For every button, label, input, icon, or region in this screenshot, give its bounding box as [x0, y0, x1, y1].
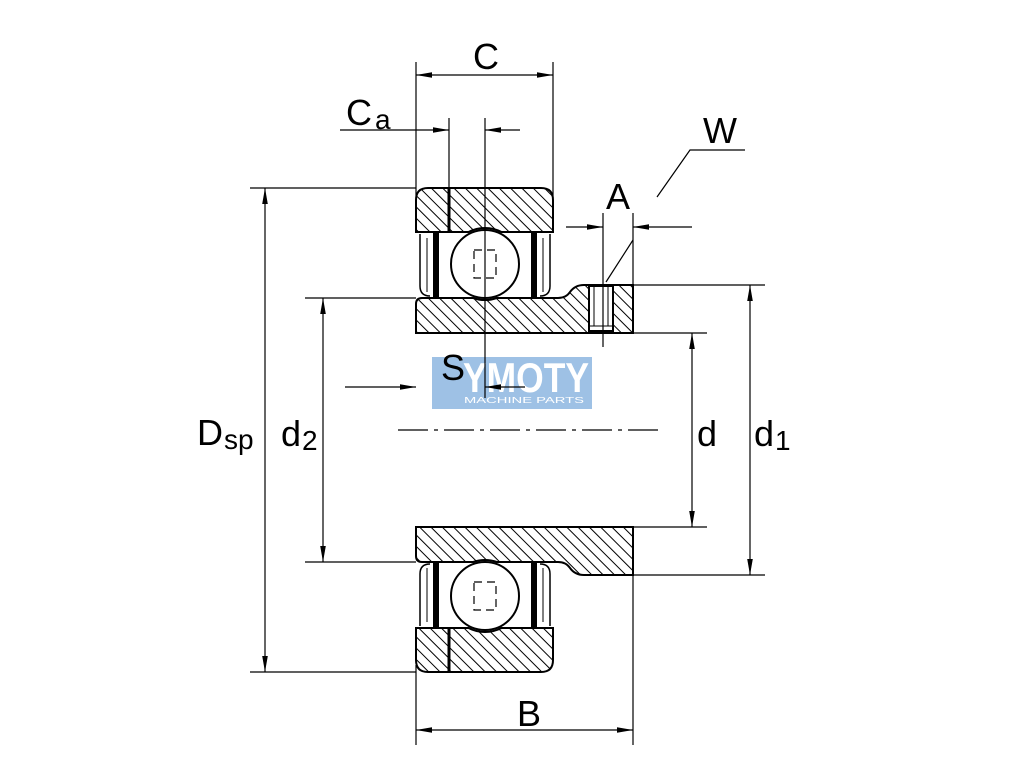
set-screw [588, 285, 614, 332]
seal-outline [539, 234, 551, 297]
label-ca-main: C [346, 92, 372, 133]
seal-plate [433, 232, 439, 298]
label-s: S [441, 347, 465, 388]
set-screw-body [588, 285, 614, 332]
seal-outline [539, 563, 551, 626]
label-d1: d1 [754, 413, 791, 456]
seal-plate [433, 562, 439, 628]
label-a: A [606, 176, 630, 217]
seal-top-right [531, 232, 551, 298]
label-d2-main: d [281, 413, 301, 454]
leader-line-w [656, 149, 745, 198]
label-dsp-main: D [197, 412, 223, 453]
label-d1-main: d [754, 413, 774, 454]
seal-top-left [419, 232, 439, 298]
seal-bottom-right [531, 562, 551, 628]
inner-ring-section-top [415, 284, 634, 334]
label-ca-sub: a [375, 104, 391, 135]
label-d2: d2 [281, 413, 318, 456]
label-dsp: Dsp [197, 412, 254, 455]
watermark-background [432, 357, 592, 409]
watermark-logo-text: YMOTY [463, 354, 589, 401]
seal-outline [419, 234, 431, 297]
label-d1-sub: 1 [775, 425, 791, 456]
leader-line-w-screw [605, 239, 634, 283]
dimension-lines [262, 72, 753, 733]
label-d: d [697, 413, 717, 454]
seal-bottom-left [419, 562, 439, 628]
label-d2-sub: 2 [302, 425, 318, 456]
ball-top-hidden-outline [473, 249, 497, 279]
ball-bottom-hidden-outline [473, 581, 497, 611]
outer-ring-section-bottom [415, 627, 554, 673]
seal-plate [531, 232, 537, 298]
watermark-tagline: MACHINE PARTS [464, 395, 585, 405]
watermark-logo: YMOTY MACHINE PARTS [432, 354, 592, 409]
seal-plate [531, 562, 537, 628]
inner-ring-section-bottom [415, 526, 634, 576]
label-c: C [473, 36, 499, 77]
label-w: W [703, 110, 737, 151]
label-b: B [517, 693, 541, 734]
label-dsp-sub: sp [224, 424, 254, 455]
seal-outline [419, 563, 431, 626]
ball-bottom [450, 561, 520, 631]
